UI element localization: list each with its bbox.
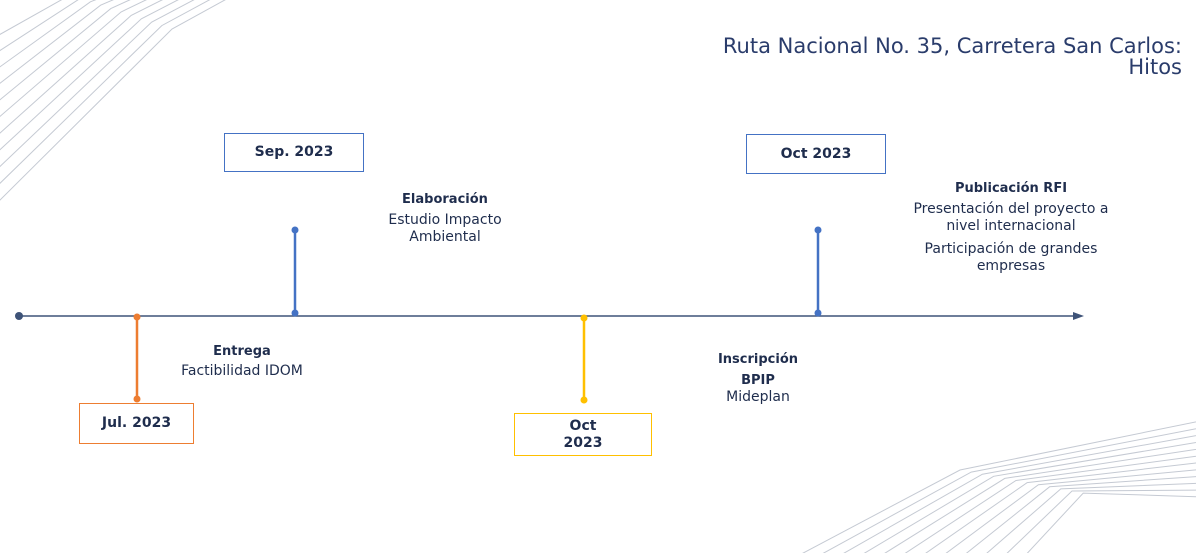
decorative-line <box>904 455 1196 553</box>
milestone-text-line: nivel internacional <box>946 218 1076 234</box>
timeline-arrowhead <box>1073 312 1084 320</box>
stem-oct-2023-rfi-top-dot <box>814 226 822 234</box>
decorative-line <box>802 421 1196 553</box>
milestone-heading-inscripcion: Inscripción <box>717 352 799 367</box>
decorative-line <box>1026 492 1196 553</box>
decorative-lines-top-left <box>0 0 226 201</box>
decorative-line <box>0 0 114 84</box>
date-box-sep-2023-text: Sep. 2023 <box>254 144 334 160</box>
decorative-line <box>884 448 1196 553</box>
date-box-oct-2023-bpip-line-2: 2023 <box>563 434 603 451</box>
timeline-start-dot <box>15 312 23 320</box>
decorative-line <box>945 469 1196 553</box>
decorative-lines-bottom-right <box>802 421 1196 553</box>
date-box-oct-2023-rfi-text: Oct 2023 <box>780 145 852 162</box>
stem-oct-2023-rfi-axis-dot <box>814 309 822 317</box>
milestone-text-line: Estudio Impacto <box>388 212 502 228</box>
decorative-line <box>0 0 179 151</box>
date-box-oct-2023-rfi: Oct 2023 <box>746 134 886 174</box>
milestone-text-line: Mideplan <box>726 389 790 405</box>
page-title: Ruta Nacional No. 35, Carretera San Carl… <box>542 36 1182 78</box>
milestone-text-line: empresas <box>976 258 1046 274</box>
decorative-line <box>843 435 1196 553</box>
decorative-line <box>925 462 1196 553</box>
milestone-heading-bpip: BPIP <box>741 373 775 388</box>
decorative-line <box>863 441 1196 553</box>
decorative-line <box>0 0 147 118</box>
milestone-label-oct-2023-rfi: Publicación RFI Presentación del proyect… <box>856 180 1166 275</box>
milestone-text-line: Factibilidad IDOM <box>181 363 303 379</box>
stem-jul-2023-axis-dot <box>133 313 141 321</box>
date-box-jul-2023: Jul. 2023 <box>79 403 194 444</box>
page-title-line-2: Hitos <box>1128 55 1182 79</box>
milestone-heading-entrega: Entrega <box>213 344 271 359</box>
date-box-oct-2023-bpip-line-1: Oct <box>569 417 597 434</box>
stem-jul-2023-bottom-dot <box>133 395 141 403</box>
milestone-heading-publicacion-rfi: Publicación RFI <box>954 181 1068 196</box>
decorative-line <box>0 0 79 52</box>
decorative-line <box>0 0 163 134</box>
page-title-line-1: Ruta Nacional No. 35, Carretera San Carl… <box>722 34 1182 58</box>
milestone-label-oct-2023-bpip: Inscripción BPIP Mideplan <box>668 351 848 406</box>
stem-oct-2023-bpip-axis-dot <box>580 314 588 322</box>
decorative-line <box>986 482 1196 553</box>
milestone-text-line: Presentación del proyecto a <box>913 201 1109 217</box>
stem-sep-2023-axis-dot <box>291 309 299 317</box>
stem-oct-2023-bpip-bottom-dot <box>580 396 588 404</box>
decorative-line <box>0 0 195 168</box>
milestone-text-line: Participación de grandes <box>924 241 1098 257</box>
decorative-line <box>0 0 226 201</box>
stem-sep-2023-top-dot <box>291 226 299 234</box>
decorative-line <box>0 0 63 35</box>
milestone-text-line: Ambiental <box>409 229 481 245</box>
milestone-heading-elaboracion: Elaboración <box>402 192 488 207</box>
milestone-label-sep-2023: Elaboración Estudio Impacto Ambiental <box>340 191 550 246</box>
decorative-line <box>0 0 97 68</box>
decorative-line <box>965 476 1196 553</box>
date-box-sep-2023: Sep. 2023 <box>224 133 364 172</box>
date-box-oct-2023-bpip: Oct 2023 <box>514 413 652 456</box>
decorative-line <box>0 0 131 101</box>
date-box-jul-2023-text: Jul. 2023 <box>101 415 172 431</box>
decorative-line <box>822 428 1196 553</box>
milestone-label-jul-2023: Entrega Factibilidad IDOM <box>142 343 342 380</box>
decorative-line <box>1006 489 1196 553</box>
decorative-line <box>0 0 211 184</box>
